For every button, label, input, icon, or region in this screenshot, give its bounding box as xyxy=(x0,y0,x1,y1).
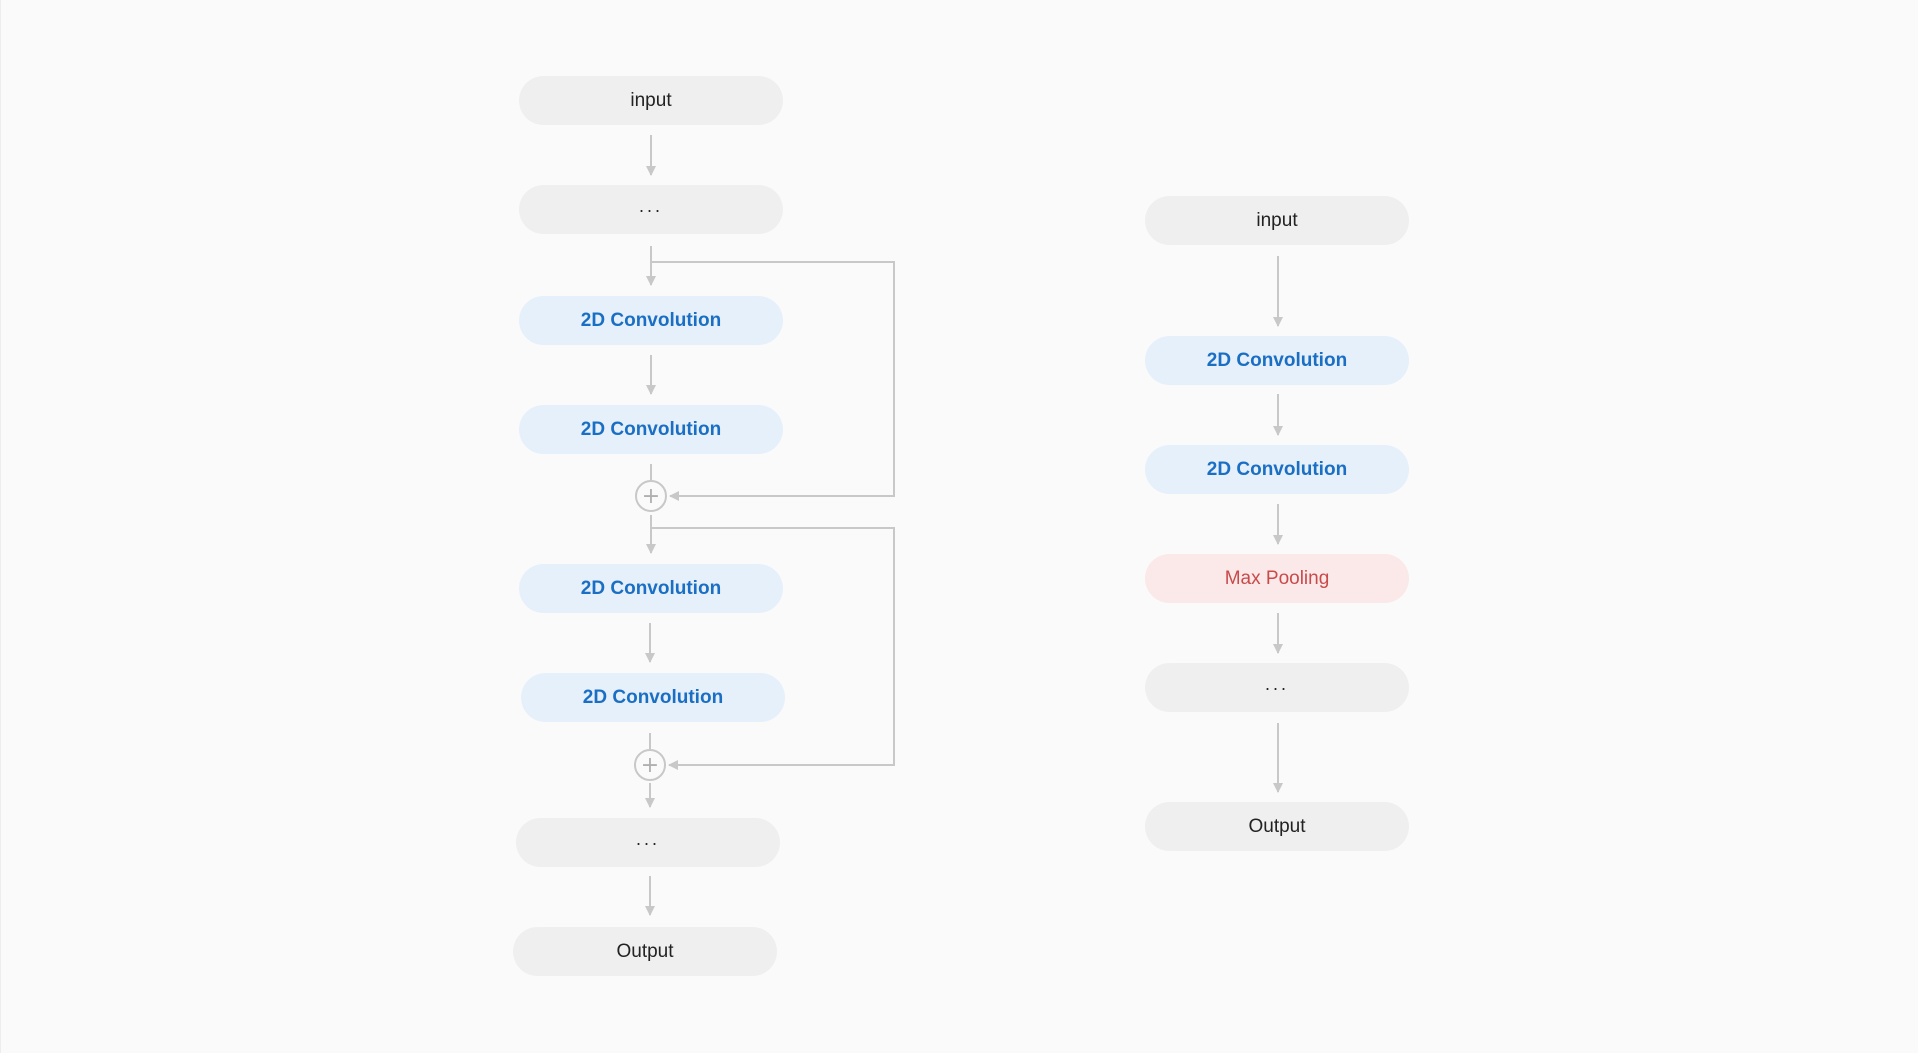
add-symbol-1: + xyxy=(642,484,660,509)
add-node-1: + xyxy=(635,480,667,512)
residual-node-conv-4: 2D Convolution xyxy=(521,673,785,722)
plain-node-input: input xyxy=(1145,196,1409,245)
add-node-2: + xyxy=(634,749,666,781)
plain-node-conv-2: 2D Convolution xyxy=(1145,445,1409,494)
residual-node-conv-1: 2D Convolution xyxy=(519,296,783,345)
plain-node-max-pooling: Max Pooling xyxy=(1145,554,1409,603)
residual-node-conv-3: 2D Convolution xyxy=(519,564,783,613)
residual-node-ellipsis-top: ... xyxy=(519,185,783,234)
residual-node-conv-2: 2D Convolution xyxy=(519,405,783,454)
plain-node-output: Output xyxy=(1145,802,1409,851)
residual-node-ellipsis-bottom: ... xyxy=(516,818,780,867)
residual-node-input: input xyxy=(519,76,783,125)
plain-node-ellipsis: ... xyxy=(1145,663,1409,712)
plain-node-conv-1: 2D Convolution xyxy=(1145,336,1409,385)
add-symbol-2: + xyxy=(641,753,659,778)
residual-node-output: Output xyxy=(513,927,777,976)
residual-arrows xyxy=(645,135,895,916)
